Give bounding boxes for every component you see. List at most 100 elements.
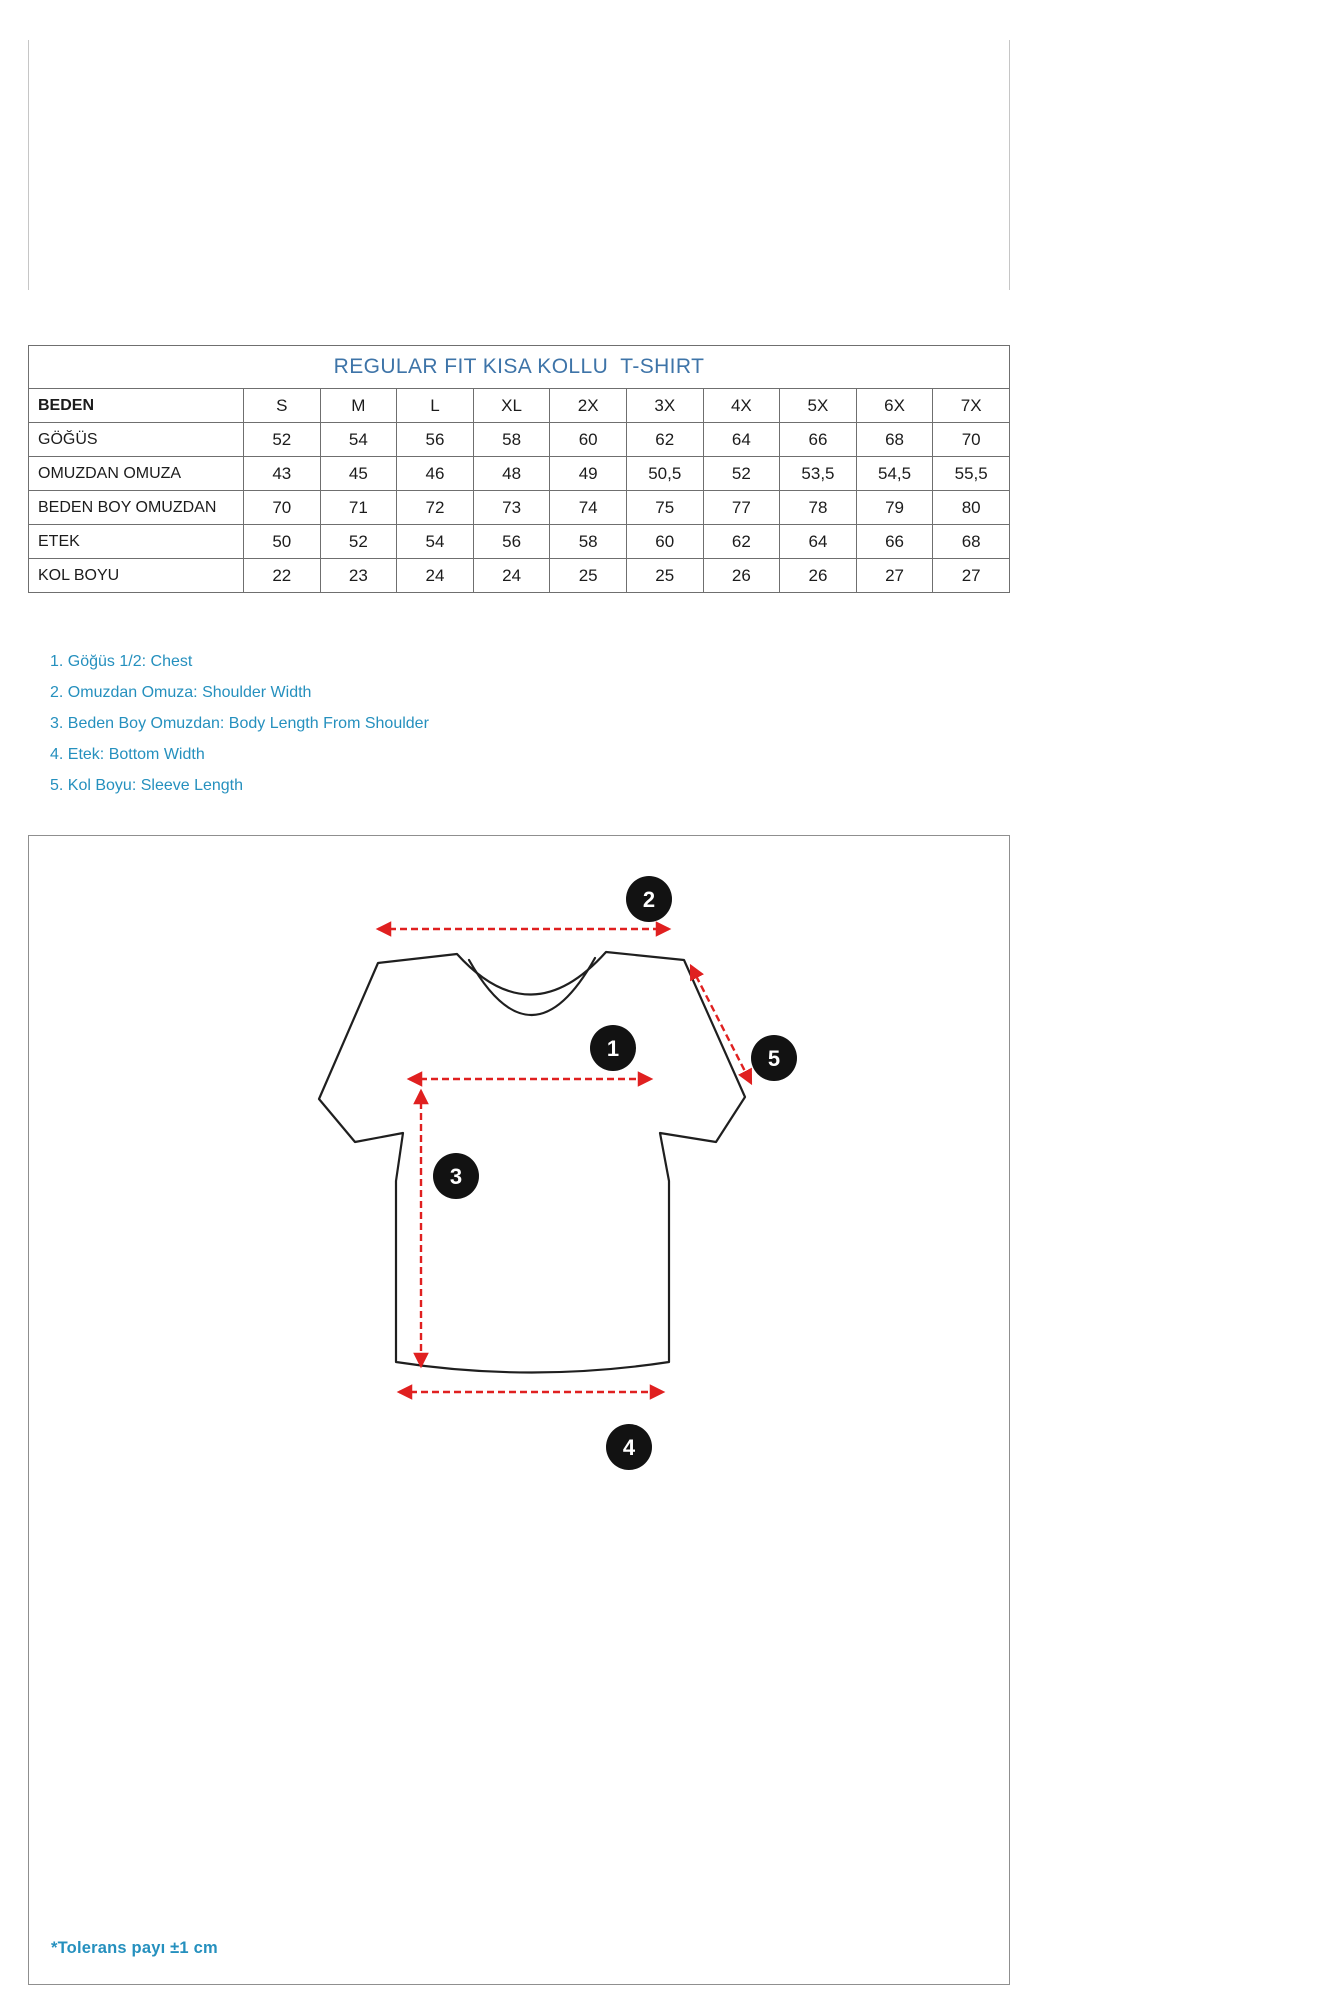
size-value-cell: 26 <box>779 558 857 593</box>
row-header: KOL BOYU <box>28 558 244 593</box>
size-value-cell: 45 <box>319 456 398 491</box>
tshirt-diagram-box: 2 1 5 3 4 *Tolerans payı ±1 cm <box>28 835 1010 1985</box>
size-value-cell: 62 <box>625 422 704 457</box>
tshirt-collar-inner-line <box>467 956 597 1016</box>
size-value-cell: 23 <box>319 558 398 593</box>
size-value-cell: 55,5 <box>932 456 1010 491</box>
marker-5-sleeve-length: 5 <box>751 1035 797 1081</box>
legend-item-body-length: 3. Beden Boy Omuzdan: Body Length From S… <box>50 715 429 732</box>
marker-circle <box>751 1035 797 1081</box>
size-value-cell: 52 <box>702 456 781 491</box>
row-header: ETEK <box>28 524 244 559</box>
size-value-cell: 60 <box>549 422 627 457</box>
tolerance-note: *Tolerans payı ±1 cm <box>51 1939 218 1957</box>
size-col-header: 4X <box>702 388 781 423</box>
size-value-cell: 27 <box>855 558 934 593</box>
size-value-cell: 70 <box>932 422 1010 457</box>
legend-item-sleeve: 5. Kol Boyu: Sleeve Length <box>50 777 244 794</box>
top-image-placeholder-frame <box>28 40 1010 290</box>
size-value-cell: 66 <box>779 422 857 457</box>
marker-circle <box>606 1424 652 1470</box>
size-value-cell: 50 <box>243 524 321 559</box>
marker-circle <box>626 876 672 922</box>
size-value-cell: 46 <box>396 456 474 491</box>
size-value-cell: 25 <box>549 558 627 593</box>
size-value-cell: 25 <box>625 558 704 593</box>
size-value-cell: 26 <box>702 558 781 593</box>
size-value-cell: 78 <box>779 490 857 525</box>
size-value-cell: 68 <box>932 524 1010 559</box>
size-col-header: M <box>319 388 398 423</box>
measurement-legend: 1. Göğüs 1/2: Chest 2. Omuzdan Omuza: Sh… <box>50 646 429 801</box>
size-value-cell: 73 <box>472 490 551 525</box>
size-value-cell: 48 <box>472 456 551 491</box>
size-value-cell: 27 <box>932 558 1010 593</box>
size-col-header: 6X <box>855 388 934 423</box>
size-value-cell: 54,5 <box>855 456 934 491</box>
size-col-header: 3X <box>625 388 704 423</box>
size-value-cell: 64 <box>779 524 857 559</box>
size-value-cell: 24 <box>472 558 551 593</box>
marker-number: 3 <box>450 1164 462 1189</box>
size-value-cell: 77 <box>702 490 781 525</box>
marker-2-shoulder-width: 2 <box>626 876 672 922</box>
legend-item-shoulder: 2. Omuzdan Omuza: Shoulder Width <box>50 684 312 701</box>
size-value-cell: 58 <box>472 422 551 457</box>
size-col-header: 5X <box>779 388 857 423</box>
row-header: GÖĞÜS <box>28 422 244 457</box>
size-value-cell: 49 <box>549 456 627 491</box>
row-header: OMUZDAN OMUZA <box>28 456 244 491</box>
size-value-cell: 72 <box>396 490 474 525</box>
size-value-cell: 24 <box>396 558 474 593</box>
size-value-cell: 53,5 <box>779 456 857 491</box>
size-value-cell: 58 <box>549 524 627 559</box>
size-value-cell: 54 <box>319 422 398 457</box>
legend-item-bottom-width: 4. Etek: Bottom Width <box>50 746 205 763</box>
size-value-cell: 74 <box>549 490 627 525</box>
size-col-header: L <box>396 388 474 423</box>
marker-number: 5 <box>768 1046 780 1071</box>
size-col-header: XL <box>472 388 551 423</box>
size-value-cell: 60 <box>625 524 704 559</box>
size-value-cell: 68 <box>855 422 934 457</box>
size-value-cell: 66 <box>855 524 934 559</box>
size-table-title: REGULAR FIT KISA KOLLU T-SHIRT <box>28 345 1010 389</box>
size-value-cell: 56 <box>396 422 474 457</box>
size-value-cell: 54 <box>396 524 474 559</box>
marker-number: 1 <box>607 1036 619 1061</box>
size-value-cell: 22 <box>243 558 321 593</box>
row-header: BEDEN BOY OMUZDAN <box>28 490 244 525</box>
size-value-cell: 56 <box>472 524 551 559</box>
marker-1-chest: 1 <box>590 1025 636 1071</box>
marker-number: 4 <box>623 1435 636 1460</box>
size-col-header: 2X <box>549 388 627 423</box>
marker-3-body-length: 3 <box>433 1153 479 1199</box>
size-value-cell: 62 <box>702 524 781 559</box>
tshirt-diagram: 2 1 5 3 4 <box>317 876 797 1470</box>
size-value-cell: 80 <box>932 490 1010 525</box>
size-value-cell: 75 <box>625 490 704 525</box>
marker-number: 2 <box>643 887 655 912</box>
size-value-cell: 71 <box>319 490 398 525</box>
size-value-cell: 50,5 <box>625 456 704 491</box>
size-col-header: 7X <box>932 388 1010 423</box>
size-col-header: S <box>243 388 321 423</box>
legend-item-chest: 1. Göğüs 1/2: Chest <box>50 653 193 670</box>
size-value-cell: 70 <box>243 490 321 525</box>
size-value-cell: 52 <box>319 524 398 559</box>
size-value-cell: 52 <box>243 422 321 457</box>
marker-circle <box>590 1025 636 1071</box>
size-value-cell: 43 <box>243 456 321 491</box>
row-header-beden: BEDEN <box>28 388 244 423</box>
marker-circle <box>433 1153 479 1199</box>
marker-4-bottom-width: 4 <box>606 1424 652 1470</box>
size-value-cell: 79 <box>855 490 934 525</box>
